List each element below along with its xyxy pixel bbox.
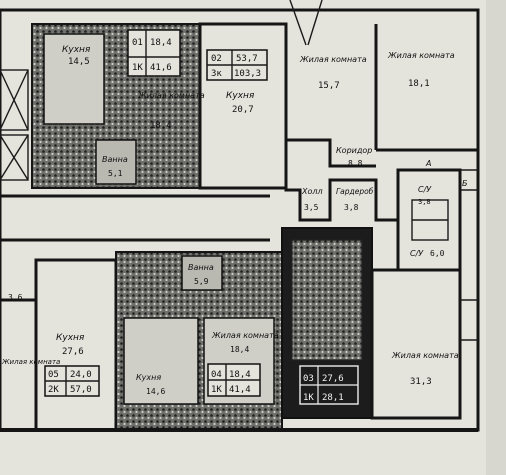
- table-bottom-mid-r1c2: 18,4: [229, 370, 251, 380]
- hall-name: Холл: [301, 187, 323, 196]
- table-top-mid-r1c1: 02: [211, 54, 222, 64]
- wardrobe-area: 3,8: [344, 203, 359, 212]
- lift-shaft-2: [0, 134, 29, 181]
- table-top-left-r1c2: 18,4: [150, 38, 172, 48]
- kitchen-bottom-mid-name: Кухня: [136, 373, 161, 382]
- table-top-left: [127, 29, 181, 77]
- bath-right-name: С/У: [410, 249, 424, 258]
- hall-walls: [284, 166, 398, 222]
- wc-area: 3,8: [418, 198, 431, 206]
- room-bath-top-left-name: Ванна: [102, 155, 128, 164]
- table-bottom-left-r1c2: 24,0: [70, 370, 92, 380]
- table-top-left-r2c2: 41,6: [150, 63, 172, 73]
- room-top-left-area: 18,4: [150, 121, 172, 131]
- room-top-right1-area: 15,7: [318, 81, 340, 91]
- room-kitchen-bottom-area: 27,6: [62, 347, 84, 357]
- hall-area: 3,5: [304, 203, 319, 212]
- corridor-area: 8,8: [348, 159, 363, 168]
- room-kitchen-top-left-name: Кухня: [62, 45, 91, 55]
- table-bottom-left-r2c2: 57,0: [70, 385, 92, 395]
- room-bottom-left-name: Жилая комната: [1, 358, 60, 366]
- wardrobe-name: Гардероб: [336, 187, 374, 196]
- table-bottom-mid-r2c1: 1К: [211, 385, 222, 395]
- wc-name: С/У: [418, 185, 432, 194]
- lift-shaft-1: [0, 69, 29, 131]
- room-bottom-right: [370, 268, 462, 420]
- table-bottom-dark-r1c1: 03: [303, 374, 314, 384]
- letter-b: Б: [462, 179, 468, 188]
- table-bottom-mid-r1c1: 04: [211, 370, 222, 380]
- corridor-name: Коридор: [336, 146, 372, 155]
- bath-bottom-area: 5,9: [194, 277, 209, 286]
- table-bottom-left-r1c1: 05: [48, 370, 59, 380]
- room-bath-top-left-area: 5,1: [108, 169, 123, 178]
- paper-right-margin: [486, 0, 506, 475]
- room-kitchen-bottom-name: Кухня: [56, 333, 85, 343]
- table-bottom-dark-r2c2: 28,1: [322, 393, 344, 403]
- table-bottom-dark-r1c2: 27,6: [322, 374, 344, 384]
- room-bottom-right-name: Жилая комната: [391, 351, 459, 360]
- table-top-mid-r2c1: 3к: [211, 69, 222, 79]
- table-bottom-mid-r2c2: 41,4: [229, 385, 251, 395]
- room-kitchen-top-mid-name: Кухня: [226, 91, 255, 101]
- table-top-mid-r2c2: 103,3: [234, 69, 261, 79]
- bath-right-area: 6,0: [430, 249, 445, 258]
- room-top-right2-area: 18,1: [408, 79, 430, 89]
- small-left-area: 3,6: [8, 293, 23, 302]
- room-kitchen-top-mid-area: 20,7: [232, 105, 254, 115]
- room-top-right1-name: Жилая комната: [299, 55, 367, 64]
- room-bottom-mid-area: 18,4: [230, 345, 249, 354]
- table-top-mid-r1c2: 53,7: [236, 54, 258, 64]
- room-top-left-name: Жилая комната: [137, 91, 205, 100]
- table-bottom-dark-r2c1: 1К: [303, 393, 314, 403]
- table-top-left-r2c1: 1К: [132, 63, 143, 73]
- room-bottom-right-area: 31,3: [410, 377, 432, 387]
- room-bottom-mid-name: Жилая комната: [211, 331, 279, 340]
- kitchen-bottom-mid-area: 14,6: [146, 387, 165, 396]
- table-top-left-r1c1: 01: [132, 38, 143, 48]
- room-top-right2-name: Жилая комната: [387, 51, 455, 60]
- bath-bottom-name: Ванна: [188, 263, 214, 272]
- room-top-right1-wall: [284, 24, 376, 168]
- room-kitchen-top-left-area: 14,5: [68, 57, 90, 67]
- letter-a: А: [425, 159, 431, 168]
- table-bottom-left-r2c1: 2К: [48, 385, 59, 395]
